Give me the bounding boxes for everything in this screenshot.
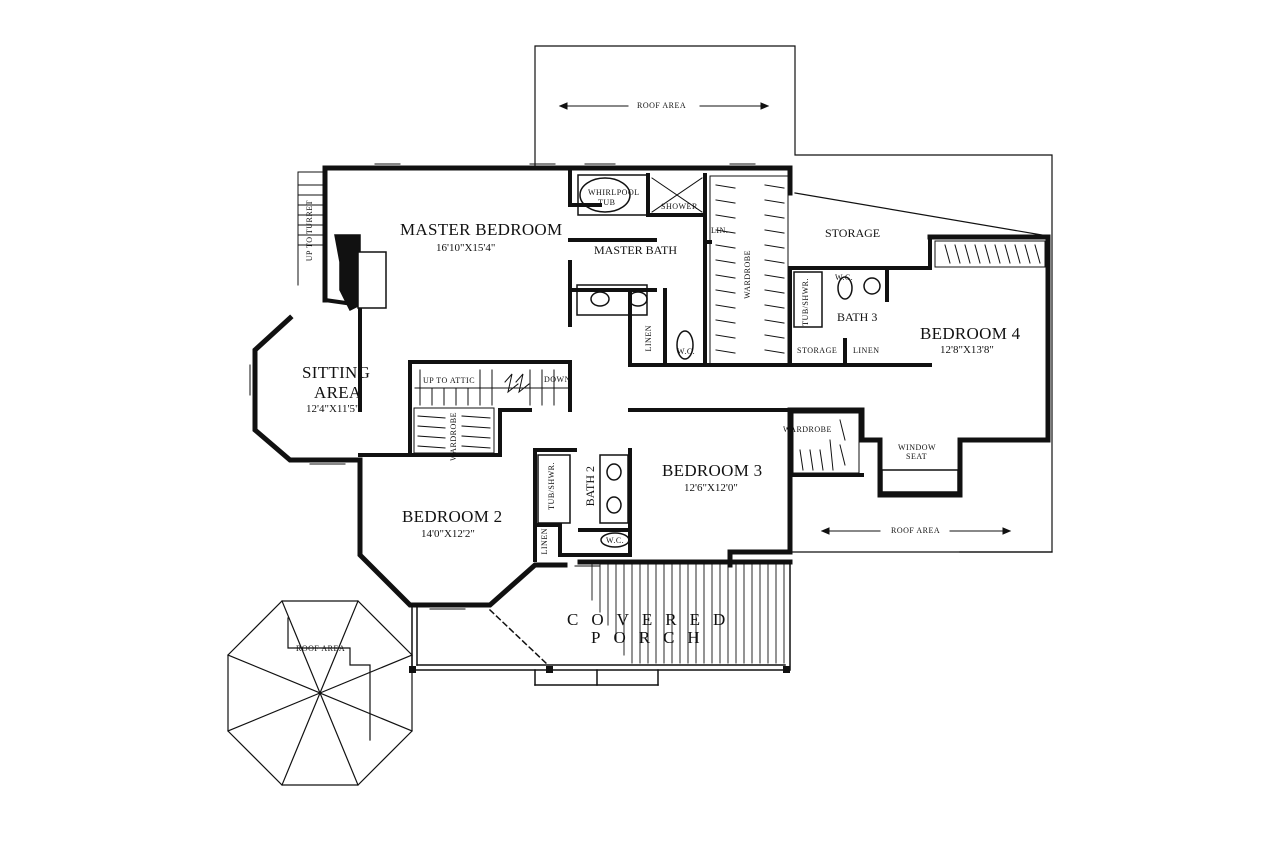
- master-wardrobe-label: WARDROBE: [743, 250, 752, 299]
- master-bedroom-dimension: 16'10"X15'4": [436, 242, 496, 254]
- master-linen-label: LINEN: [644, 325, 653, 352]
- bedroom4-dimension: 12'8"X13'8": [940, 344, 994, 356]
- bath3-storage-label: STORAGE: [797, 346, 838, 355]
- bath2-fixtures: [537, 454, 630, 548]
- roof-area-turret-label: ROOF AREA: [296, 644, 346, 653]
- bath3-tub-label: TUB/SHWR.: [801, 278, 810, 326]
- exterior-walls: [252, 165, 1051, 608]
- turret-roof: [227, 600, 413, 786]
- attic-stair: [414, 369, 569, 406]
- window-seat: [881, 469, 959, 493]
- covered-porch-label-line1: COVERED: [567, 610, 739, 629]
- master-wc-label: W.C.: [677, 347, 696, 356]
- up-to-turret-label: UP TO TURRET: [305, 200, 314, 262]
- up-to-attic-label: UP TO ATTIC: [423, 376, 476, 385]
- bath3-wc-label: W.C.: [835, 273, 854, 282]
- bath2-label: BATH 2: [583, 466, 597, 507]
- shower-stall: [651, 177, 703, 213]
- bedroom3-wardrobe: [792, 412, 860, 474]
- window-seat-label-line2: SEAT: [906, 452, 928, 461]
- master-bedroom-label: MASTER BEDROOM: [400, 220, 563, 239]
- sitting-area-label-line1: SITTING: [302, 363, 371, 382]
- sitting-area-dimension: 12'4"X11'5": [306, 403, 360, 415]
- windows: [249, 163, 1053, 610]
- storage-label: STORAGE: [825, 226, 881, 240]
- bedroom3-label: BEDROOM 3: [662, 461, 763, 480]
- master-lin-label: LIN.: [711, 226, 729, 235]
- sitting-wardrobe-label: WARDROBE: [449, 412, 458, 461]
- covered-porch-label-line2: PORCH: [591, 628, 713, 647]
- roof-area-top-arrow: [558, 102, 770, 110]
- bedroom4-label: BEDROOM 4: [920, 324, 1021, 343]
- bedroom2-dimension: 14'0"X12'2": [421, 528, 475, 540]
- down-label: DOWN: [544, 375, 571, 384]
- bath2-wc-label: W.C.: [606, 536, 625, 545]
- whirlpool-tub-label-line2: TUB: [598, 198, 616, 207]
- whirlpool-tub-label-line1: WHIRLPOOL: [588, 188, 640, 197]
- master-wardrobe-shelving: [709, 175, 789, 367]
- bath2-tub-label: TUB/SHWR.: [547, 462, 556, 510]
- roof-area-right-arrow: [820, 527, 1012, 535]
- turret-stair: [297, 171, 326, 286]
- roof-area-top-label: ROOF AREA: [637, 101, 687, 110]
- bath3-linen-label: LINEN: [853, 346, 880, 355]
- sitting-wardrobe: [413, 407, 495, 454]
- bedroom3-dimension: 12'6"X12'0": [684, 482, 738, 494]
- bedroom3-wardrobe-label: WARDROBE: [783, 425, 832, 434]
- bedroom2-label: BEDROOM 2: [402, 507, 503, 526]
- bedroom4-closet: [934, 240, 1046, 268]
- porch-outline: [411, 561, 791, 686]
- fireplace: [334, 234, 387, 312]
- shower-label: SHOWER: [661, 202, 698, 211]
- master-bath-vanity: [576, 284, 648, 316]
- porch-decking: [591, 564, 785, 664]
- porch-posts: [409, 666, 790, 673]
- bath3-fixtures: [793, 271, 881, 328]
- storage-roof-line: [794, 192, 1049, 237]
- window-seat-label-line1: WINDOW: [898, 443, 937, 452]
- bath2-linen-label: LINEN: [540, 528, 549, 555]
- bath3-label: BATH 3: [837, 310, 878, 324]
- sitting-area-label-line2: AREA: [314, 383, 362, 402]
- master-wc: [676, 330, 694, 360]
- roof-area-right-label: ROOF AREA: [891, 526, 941, 535]
- whirlpool-tub: [577, 174, 649, 216]
- master-bath-label: MASTER BATH: [594, 243, 678, 257]
